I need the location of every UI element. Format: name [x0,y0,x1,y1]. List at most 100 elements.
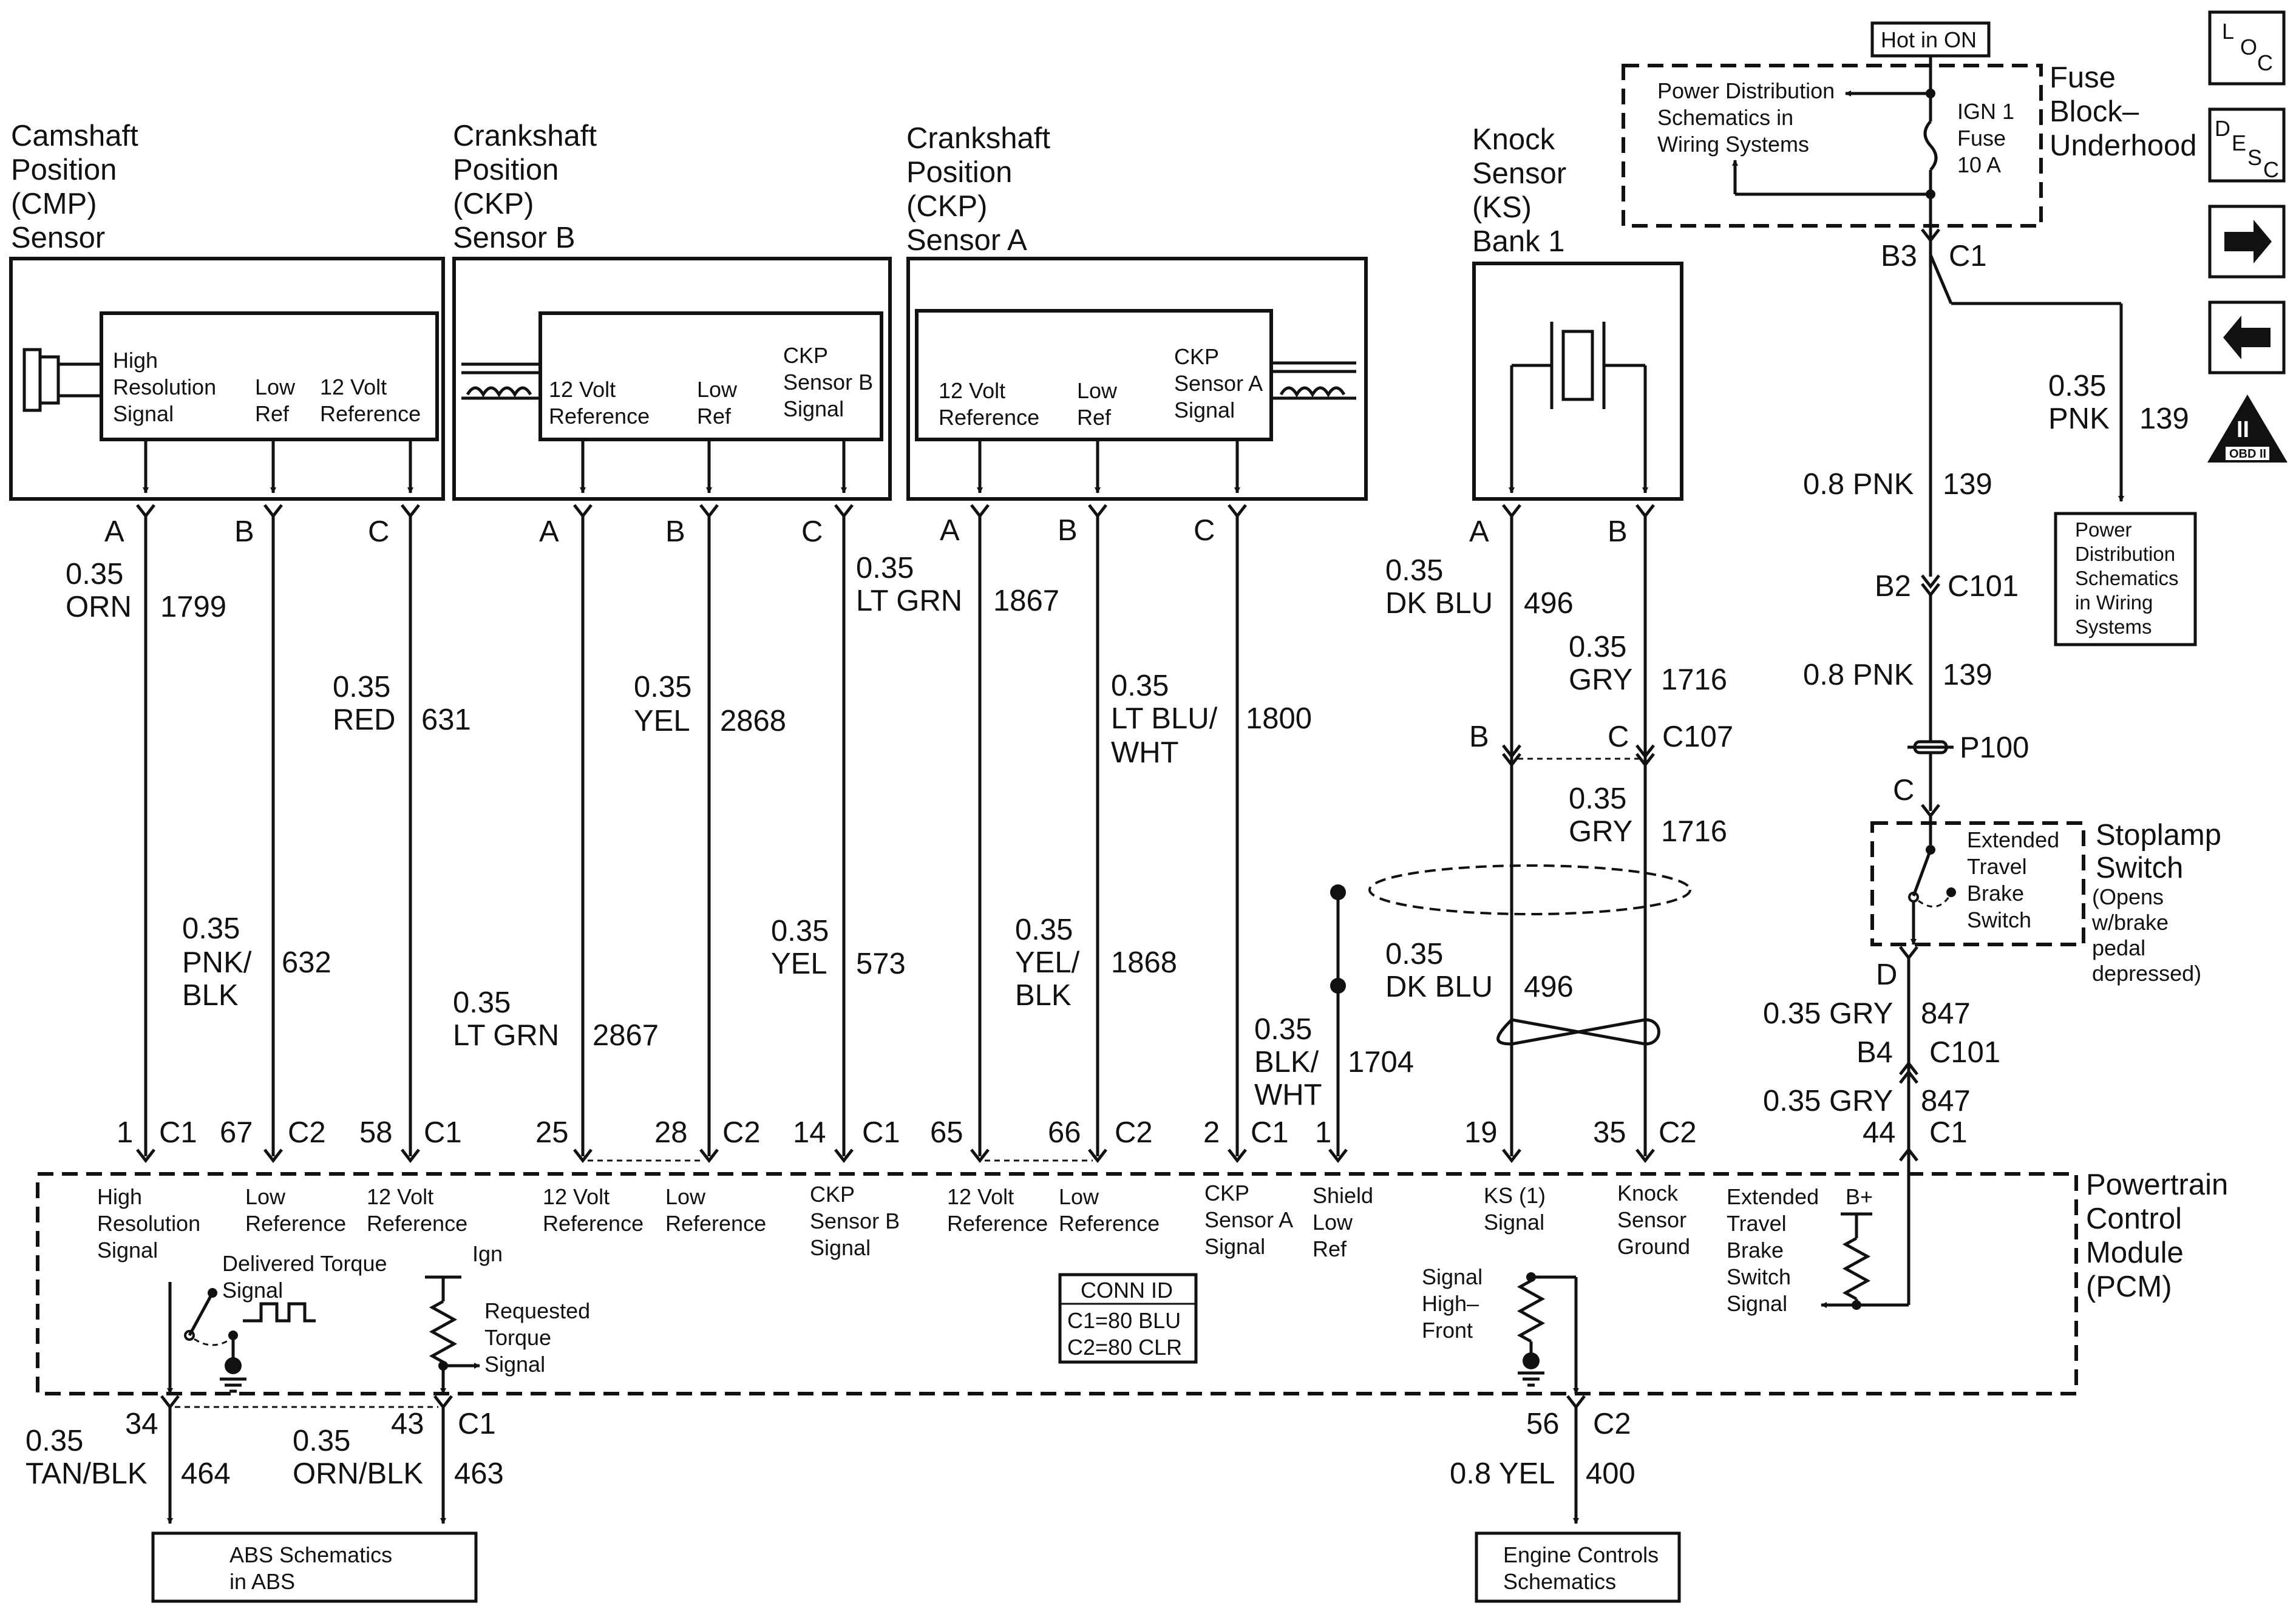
svg-text:12 Volt: 12 Volt [549,377,616,402]
svg-text:C: C [2263,157,2279,182]
wire-label-ckpa-c: 0.35 LT BLU/ WHT 1800 [1111,670,1312,769]
svg-text:Resolution: Resolution [97,1211,200,1236]
svg-text:0.35: 0.35 [1015,914,1073,946]
svg-text:Reference: Reference [367,1211,467,1236]
svg-text:in ABS: in ABS [229,1569,295,1594]
pcm-terminal-labels: High Resolution Signal Low Reference 12 … [97,1181,1819,1316]
svg-text:Reference: Reference [939,405,1039,430]
wire-label-tan-blk: 0.35 TAN/BLK 464 [25,1425,231,1490]
svg-text:BLK/: BLK/ [1254,1046,1319,1079]
svg-text:Sensor: Sensor [1472,157,1566,190]
svg-text:1716: 1716 [1661,663,1727,696]
svg-text:12 Volt: 12 Volt [939,378,1005,403]
svg-text:GRY: GRY [1569,815,1632,848]
ckp-a-coil-icon [1271,361,1356,400]
svg-text:II: II [2237,417,2249,442]
pcm-pin-numbers: 1 C1 67 C2 58 C1 25 28 C2 14 C1 65 66 C2… [117,1116,1968,1149]
svg-text:depressed): depressed) [2092,961,2201,986]
loc-icon[interactable]: L O C [2208,10,2286,86]
ckp-sensor-a-inner [915,309,1273,441]
wire-lines [144,516,1647,1156]
svg-text:Extended: Extended [1727,1184,1819,1209]
svg-text:BLK: BLK [182,979,239,1012]
svg-text:Ign: Ign [472,1241,503,1266]
svg-text:Signal: Signal [1422,1264,1483,1289]
svg-text:Low: Low [1313,1210,1353,1235]
svg-text:34: 34 [125,1408,158,1440]
knock-sensor-crystal-icon [1510,322,1647,486]
svg-text:YEL: YEL [771,947,827,980]
svg-text:Signal: Signal [810,1235,871,1260]
svg-text:0.35: 0.35 [856,552,914,585]
connector-p100: P100 C [1893,731,2029,819]
svg-text:Engine Controls: Engine Controls [1503,1542,1659,1567]
wire-label-pnk-1: 0.8 PNK 139 [1803,468,1992,501]
svg-text:DK BLU: DK BLU [1385,587,1493,620]
svg-text:Distribution: Distribution [2075,543,2175,565]
svg-text:0.35: 0.35 [1569,631,1626,663]
svg-text:12 Volt: 12 Volt [543,1184,610,1209]
wire-label-cmp-b: 0.35 PNK/ BLK 632 [182,912,331,1012]
back-arrow-icon[interactable] [2208,300,2286,375]
svg-text:A: A [940,514,960,547]
svg-text:CONN ID: CONN ID [1081,1278,1173,1303]
delivered-torque-switch: Delivered Torque Signal [167,1251,387,1394]
svg-text:pedal: pedal [2092,935,2145,960]
svg-text:KS (1): KS (1) [1484,1183,1546,1208]
svg-text:TAN/BLK: TAN/BLK [25,1457,148,1490]
svg-text:C101: C101 [1948,570,2019,603]
svg-text:0.35: 0.35 [333,671,390,703]
svg-text:632: 632 [282,946,331,979]
svg-text:Crankshaft: Crankshaft [906,122,1050,155]
svg-text:(CKP): (CKP) [906,190,987,223]
svg-text:0.35: 0.35 [1569,782,1626,815]
svg-text:Low: Low [1059,1184,1099,1209]
abs-schematics-box: ABS Schematics in ABS [151,1531,478,1603]
svg-text:Bank 1: Bank 1 [1472,225,1565,258]
svg-text:CKP: CKP [783,343,828,368]
svg-text:D: D [2215,116,2230,141]
svg-text:D: D [1876,958,1897,991]
svg-text:0.8 PNK: 0.8 PNK [1803,468,1914,501]
ckp-sensor-b-box [452,257,892,501]
connector-b3-c1: B3 C1 [1881,228,2124,577]
svg-text:A: A [1469,515,1489,548]
wire-label-ks-b: 0.35 GRY 1716 [1569,631,1727,696]
svg-text:Sensor B: Sensor B [453,222,576,254]
svg-text:C107: C107 [1662,720,1733,753]
svg-text:C: C [2257,50,2273,75]
svg-text:Reference: Reference [549,404,650,429]
svg-text:0.35: 0.35 [1385,938,1443,971]
cmp-sensor-title: Camshaft Position (CMP) Sensor [11,120,138,254]
svg-text:Stoplamp: Stoplamp [2096,819,2221,852]
engine-controls-box: Engine Controls Schematics [1475,1531,1681,1603]
svg-text:C: C [1608,720,1629,753]
svg-text:0.35: 0.35 [293,1425,350,1457]
svg-text:(CKP): (CKP) [453,188,534,220]
ckp-sensor-b-inner [538,311,883,441]
svg-text:B: B [234,515,254,548]
sensor-output-arrows [143,439,1648,493]
forward-arrow-icon[interactable] [2208,205,2286,279]
shield-drain [1330,864,1691,1046]
svg-text:0.35: 0.35 [1385,554,1443,587]
svg-text:66: 66 [1048,1116,1081,1149]
sensor-connector-pins: A B C A B C A B C A B [104,514,1628,548]
svg-text:Position: Position [11,154,117,186]
svg-text:1: 1 [117,1116,133,1149]
svg-text:WHT: WHT [1111,736,1179,769]
svg-text:CKP: CKP [810,1182,855,1207]
desc-icon[interactable]: D E S C [2208,107,2286,183]
svg-text:Schematics in: Schematics in [1657,105,1793,130]
svg-text:1868: 1868 [1111,946,1177,979]
svg-text:B: B [1608,515,1628,548]
svg-text:(CMP): (CMP) [11,188,97,220]
svg-text:C1: C1 [1251,1116,1289,1149]
connector-b4-c101: B4 C101 [1856,1036,2000,1161]
svg-text:Switch: Switch [2096,852,2183,884]
obd-ii-icon[interactable]: II OBD II [2207,395,2288,463]
svg-text:139: 139 [2139,402,2189,435]
svg-text:43: 43 [391,1408,424,1440]
connector-c107: B C C107 [1469,720,1733,768]
svg-text:Systems: Systems [2075,615,2152,638]
